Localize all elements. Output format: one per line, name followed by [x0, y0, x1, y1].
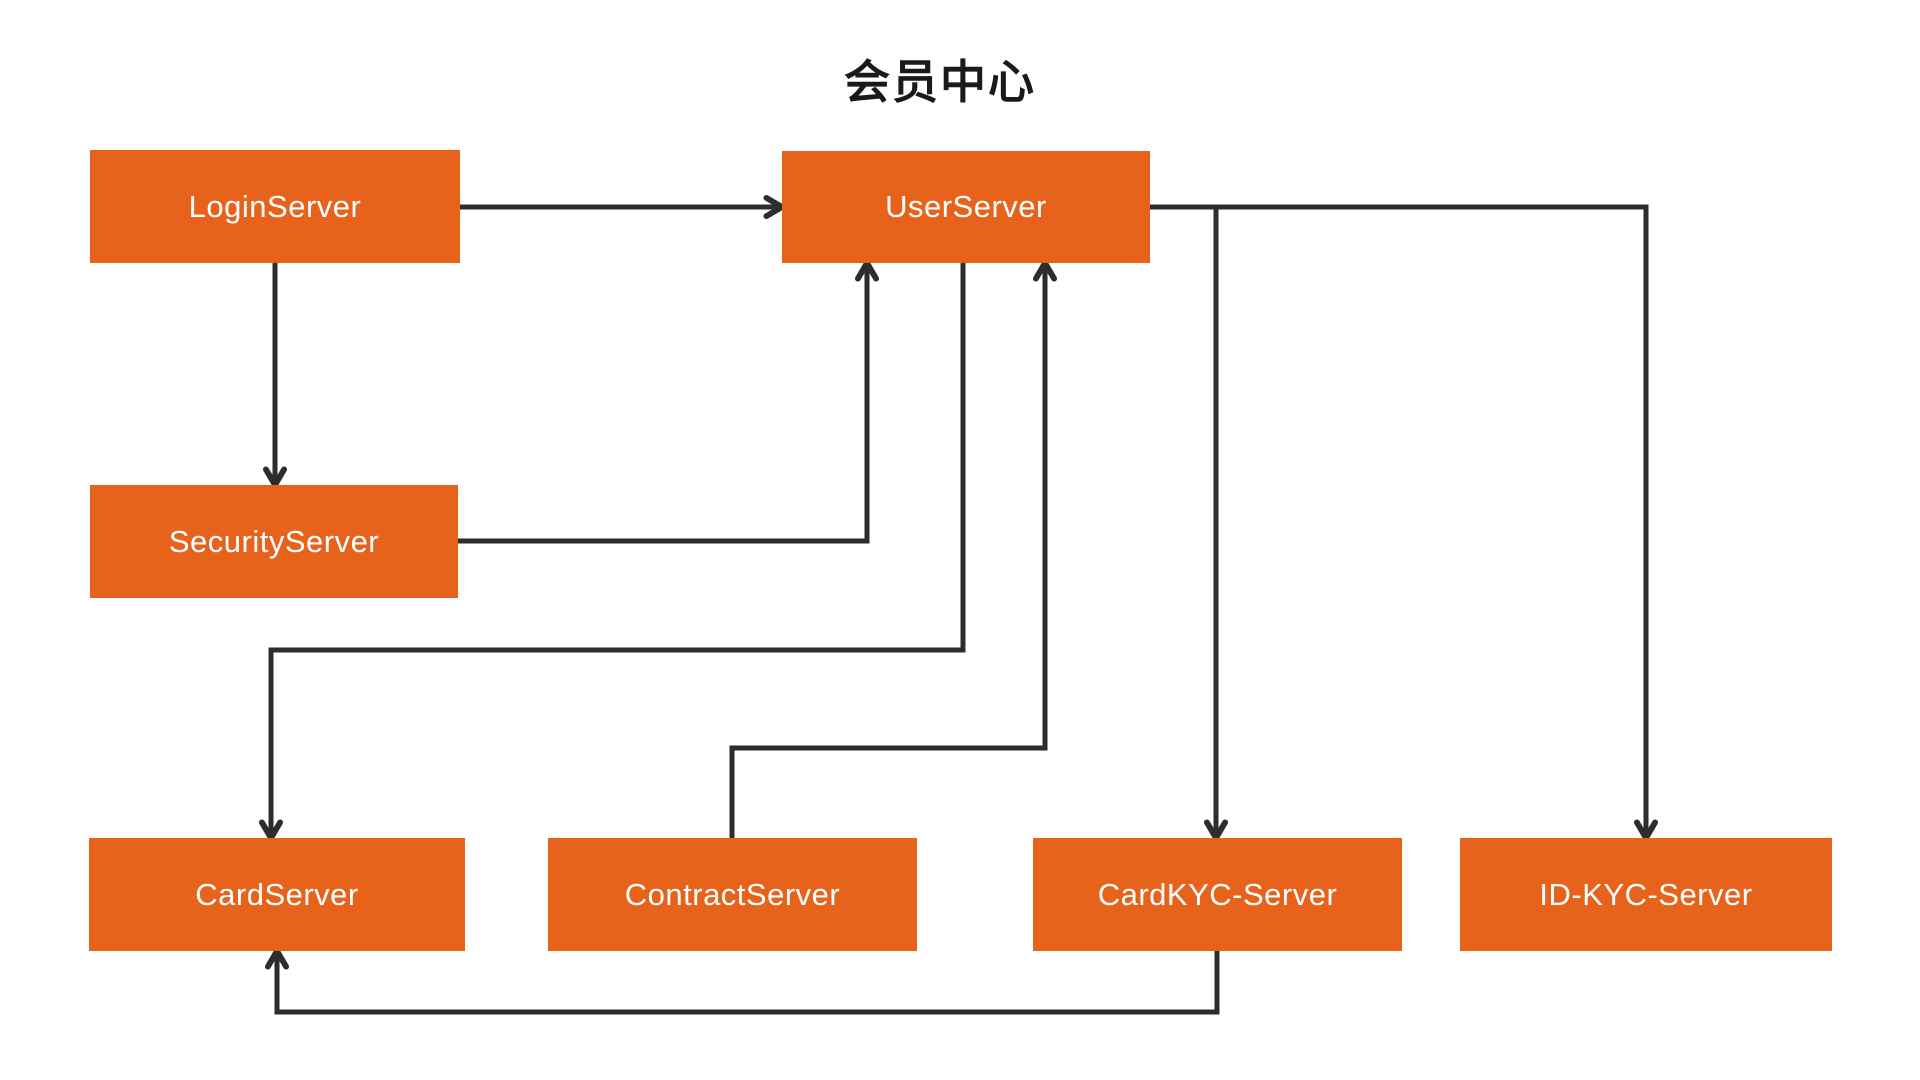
node-contract-server-label: ContractServer	[624, 876, 841, 912]
node-cardkyc-server-label: CardKYC-Server	[1097, 876, 1338, 912]
edge-userserver-to-cardserver	[258, 263, 966, 841]
node-cardkyc-server: CardKYC-Server	[1033, 838, 1402, 951]
node-id-kyc-server: ID-KYC-Server	[1460, 838, 1832, 951]
node-user-server: UserServer	[782, 151, 1150, 263]
edge-userserver-to-id-kyc-server	[1150, 204, 1659, 841]
diagram-title: 会员中心	[844, 56, 1036, 108]
edge-securityserver-to-userserver	[458, 260, 880, 544]
node-card-server-label: CardServer	[195, 876, 359, 912]
edge-cardkyc-server-to-cardserver	[264, 948, 1220, 1015]
node-security-server: SecurityServer	[90, 485, 458, 598]
node-user-server-label: UserServer	[885, 189, 1047, 224]
node-login-server: LoginServer	[90, 150, 460, 263]
node-card-server: CardServer	[89, 838, 465, 951]
node-login-server-label: LoginServer	[188, 188, 362, 224]
edge-contractserver-to-userserver	[729, 260, 1058, 838]
node-contract-server: ContractServer	[548, 838, 917, 951]
edge-userserver-to-cardkyc-server	[1150, 204, 1229, 841]
node-id-kyc-server-label: ID-KYC-Server	[1539, 876, 1753, 912]
node-security-server-label: SecurityServer	[168, 523, 380, 559]
